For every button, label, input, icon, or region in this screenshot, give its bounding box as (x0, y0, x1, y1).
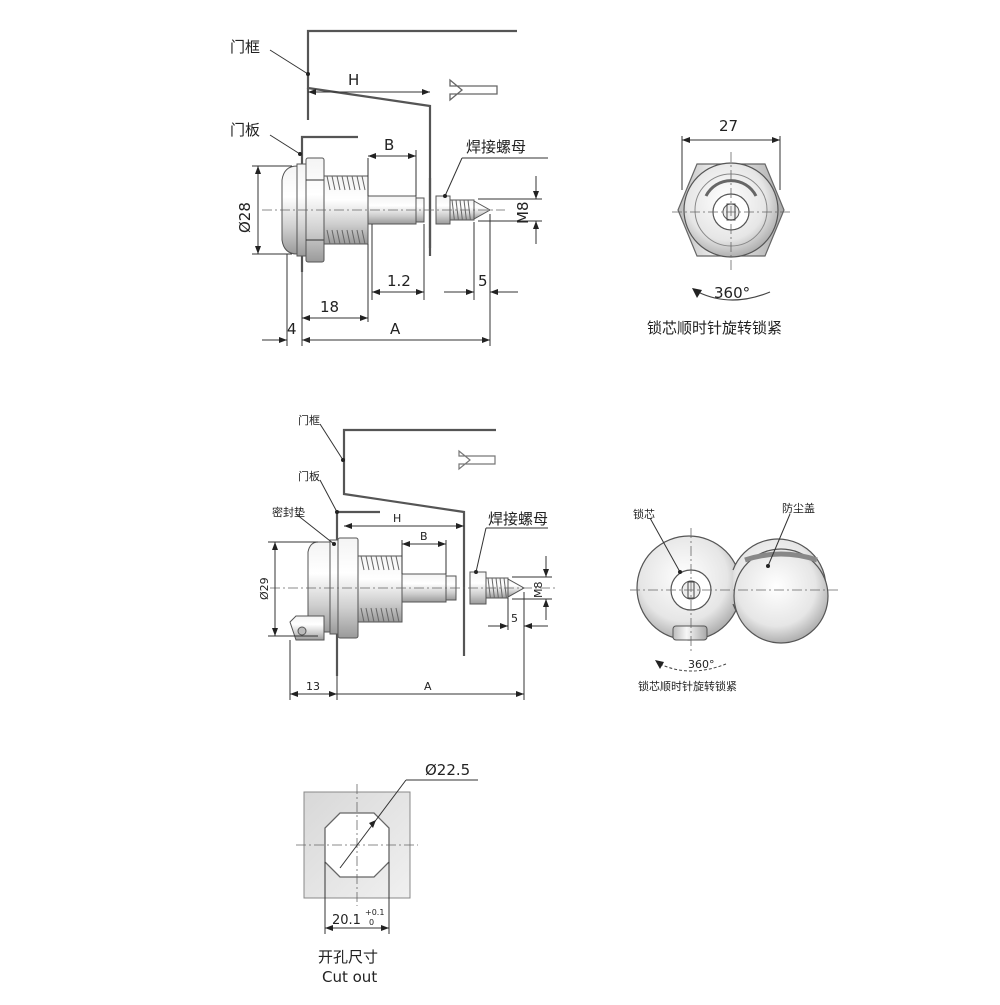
tolerance-upper: +0.1 (365, 908, 384, 917)
thread-line (360, 555, 365, 571)
label-lock-core: 锁芯 (633, 507, 655, 521)
dim-flange-13: 13 (306, 680, 320, 693)
thread-line (451, 199, 455, 221)
label-gasket: 密封垫 (272, 505, 305, 519)
label-weld-nut-2: 焊接螺母 (488, 510, 548, 528)
caption-cutout-en: Cut out (322, 968, 377, 986)
thread-line (341, 229, 346, 245)
dim-flange-4: 4 (287, 320, 297, 338)
label-door-frame-2: 门框 (298, 413, 320, 427)
insertion-arrow-icon-2 (458, 449, 496, 471)
dim-B: B (384, 136, 394, 154)
rotation-360: 360° (714, 284, 750, 302)
view1-front: 27 360° 锁芯顺时针旋转锁紧 (647, 117, 790, 337)
dim-diameter-29: Ø29 (258, 577, 271, 600)
thread-line (336, 175, 341, 191)
dim-H: H (348, 71, 359, 89)
thread-line (326, 175, 331, 191)
thread-line (370, 607, 375, 623)
thread-line (499, 577, 503, 599)
thread-line (346, 175, 351, 191)
label-door-panel-2: 门板 (298, 469, 320, 483)
label-door-frame: 门框 (230, 38, 260, 56)
tolerance-lower: 0 (369, 918, 374, 927)
dim-cutout-diameter: Ø22.5 (425, 761, 470, 779)
thread-line (361, 175, 366, 191)
door-frame-outline-2 (342, 428, 496, 656)
thread-line (336, 229, 341, 245)
thread-line (360, 607, 365, 623)
dim-M8-2: M8 (532, 582, 545, 599)
rotation-360-2: 360° (688, 658, 715, 671)
caption-clockwise-lock: 锁芯顺时针旋转锁紧 (647, 319, 782, 337)
view2-side: 门框 门板 密封垫 焊接螺母 H B Ø29 (258, 413, 556, 700)
thread-line (395, 555, 400, 571)
thread-line (356, 175, 361, 191)
label-door-panel: 门板 (230, 121, 260, 139)
rotation-arrow-icon-2 (659, 663, 727, 672)
dim-width-27: 27 (719, 117, 738, 135)
view1-side: 门框 门板 焊接螺母 H B Ø28 M8 (230, 29, 548, 346)
dim-cutout-width: 20.1 (332, 913, 361, 928)
thread-line (390, 555, 395, 571)
label-dust-cover: 防尘盖 (782, 501, 815, 515)
dim-total-A-2: A (424, 680, 432, 693)
thread-line (385, 555, 390, 571)
thread-line (375, 555, 380, 571)
thread-line (495, 577, 499, 599)
dim-M8: M8 (514, 202, 532, 225)
thread-line (331, 175, 336, 191)
thread-line (370, 555, 375, 571)
thread-line (331, 229, 336, 245)
thread-line (326, 229, 331, 245)
mounting-tab (289, 615, 325, 641)
dim-gap-1-2: 1.2 (387, 272, 411, 290)
cutout-view: Ø22.5 20.1 +0.1 0 开孔尺寸 Cut out (296, 761, 478, 986)
thread-line (346, 229, 351, 245)
threaded-body-2 (357, 555, 403, 623)
dust-cover (733, 548, 829, 644)
dim-total-A: A (390, 320, 401, 338)
thread-line (351, 229, 356, 245)
body-threads (326, 175, 366, 245)
thread-line (380, 555, 385, 571)
rotation-arrow-icon (697, 291, 771, 301)
thread-line (395, 607, 400, 623)
thread-line (390, 607, 395, 623)
thread-line (455, 199, 459, 221)
caption-clockwise-lock-2: 锁芯顺时针旋转锁紧 (638, 679, 737, 693)
thread-line (356, 229, 361, 245)
thread-line (351, 175, 356, 191)
thread-line (365, 555, 370, 571)
thread-line (385, 607, 390, 623)
label-weld-nut: 焊接螺母 (466, 138, 526, 156)
dim-tip-5-2: 5 (511, 612, 518, 625)
caption-cutout-cn: 开孔尺寸 (318, 948, 378, 966)
insertion-arrow-icon (449, 78, 498, 102)
view2-front: 锁芯 防尘盖 360° 锁芯顺时针旋转锁紧 (630, 501, 840, 693)
dim-H-2: H (393, 512, 401, 525)
thread-line (341, 175, 346, 191)
dim-diameter-28: Ø28 (236, 202, 254, 233)
dim-body-18: 18 (320, 298, 339, 316)
thread-line (361, 229, 366, 245)
thread-line (365, 607, 370, 623)
gasket (329, 539, 339, 635)
dim-B-2: B (420, 530, 428, 543)
thread-line (380, 607, 385, 623)
dim-tip-5: 5 (478, 272, 488, 290)
thread-line (375, 607, 380, 623)
